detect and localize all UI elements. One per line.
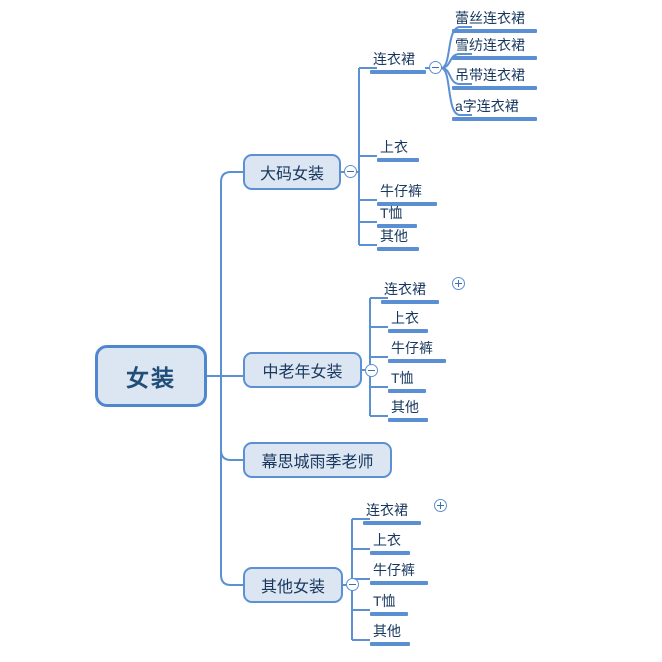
item-label: 其他 <box>391 399 419 415</box>
list-item[interactable]: 吊带连衣裙 <box>452 66 537 90</box>
minus-circle-icon[interactable] <box>365 364 378 377</box>
list-item[interactable]: 连衣裙 <box>363 501 421 525</box>
item-label: 连衣裙 <box>384 281 426 297</box>
item-label: T恤 <box>373 593 396 609</box>
item-label: 蕾丝连衣裙 <box>455 10 525 26</box>
branch-node-label: 中老年女装 <box>262 364 343 381</box>
item-label: 上衣 <box>373 532 401 548</box>
list-item[interactable]: 牛仔裤 <box>377 182 437 206</box>
list-item[interactable]: 其他 <box>388 398 428 422</box>
list-item[interactable]: 牛仔裤 <box>388 339 446 363</box>
link-spine-branch-4 <box>220 376 243 586</box>
item-underline <box>377 202 437 206</box>
list-item[interactable]: T恤 <box>377 204 417 228</box>
item-underline <box>370 581 428 585</box>
item-underline <box>363 521 421 525</box>
item-underline <box>388 359 446 363</box>
list-item[interactable]: T恤 <box>388 369 426 393</box>
item-label: 牛仔裤 <box>380 183 422 199</box>
item-label: a字连衣裙 <box>455 98 519 114</box>
item-label: 上衣 <box>391 310 419 326</box>
minus-circle-icon[interactable] <box>346 578 359 591</box>
item-label: 雪纺连衣裙 <box>455 37 525 53</box>
item-label: 牛仔裤 <box>391 340 433 356</box>
item-label: 连衣裙 <box>366 502 408 518</box>
item-underline <box>388 389 426 393</box>
list-item[interactable]: 其他 <box>377 227 419 251</box>
root-node[interactable]: 女装 <box>95 345 207 407</box>
branch-node-qita-nvzhuang[interactable]: 其他女装 <box>243 567 343 603</box>
item-underline <box>377 247 419 251</box>
branch-node-daima-nvzhuang[interactable]: 大码女装 <box>243 154 341 190</box>
item-underline <box>452 56 537 60</box>
item-underline <box>452 86 537 90</box>
link-spine-branch-1 <box>220 171 243 376</box>
list-item[interactable]: 牛仔裤 <box>370 561 428 585</box>
branch-node-zhonglaonian-nvzhuang[interactable]: 中老年女装 <box>243 352 362 388</box>
item-underline <box>388 329 428 333</box>
branch-node-label: 幕思城雨季老师 <box>261 454 374 471</box>
root-node-label: 女装 <box>126 365 176 391</box>
list-item[interactable]: 上衣 <box>388 309 428 333</box>
list-item[interactable]: 连衣裙 <box>370 50 426 74</box>
item-underline <box>452 117 537 121</box>
list-item[interactable]: T恤 <box>370 592 408 616</box>
item-label: T恤 <box>380 205 403 221</box>
item-underline <box>370 70 426 74</box>
item-label: T恤 <box>391 370 414 386</box>
item-underline <box>388 418 428 422</box>
item-underline <box>381 300 439 304</box>
item-label: 其他 <box>373 623 401 639</box>
item-underline <box>370 612 408 616</box>
list-item[interactable]: 上衣 <box>377 138 419 162</box>
item-label: 连衣裙 <box>373 51 415 67</box>
item-underline <box>452 29 537 33</box>
list-item[interactable]: 连衣裙 <box>381 280 439 304</box>
minus-circle-icon[interactable] <box>344 165 357 178</box>
branch-node-musicheng-yuji-laoshi[interactable]: 幕思城雨季老师 <box>243 442 392 478</box>
item-underline <box>377 224 417 228</box>
minus-circle-icon[interactable] <box>429 61 442 74</box>
item-label: 其他 <box>380 228 408 244</box>
list-item[interactable]: a字连衣裙 <box>452 97 537 121</box>
plus-circle-icon[interactable] <box>452 277 465 290</box>
list-item[interactable]: 上衣 <box>370 531 410 555</box>
item-label: 吊带连衣裙 <box>455 67 525 83</box>
list-item[interactable]: 蕾丝连衣裙 <box>452 9 537 33</box>
branch-node-label: 大码女装 <box>259 166 324 183</box>
item-label: 牛仔裤 <box>373 562 415 578</box>
item-underline <box>370 642 410 646</box>
item-underline <box>370 551 410 555</box>
item-underline <box>377 158 419 162</box>
item-label: 上衣 <box>380 139 408 155</box>
list-item[interactable]: 其他 <box>370 622 410 646</box>
list-item[interactable]: 雪纺连衣裙 <box>452 36 537 60</box>
branch-node-label: 其他女装 <box>260 579 325 596</box>
link-spine-branch-3 <box>220 376 243 461</box>
plus-circle-icon[interactable] <box>434 499 447 512</box>
